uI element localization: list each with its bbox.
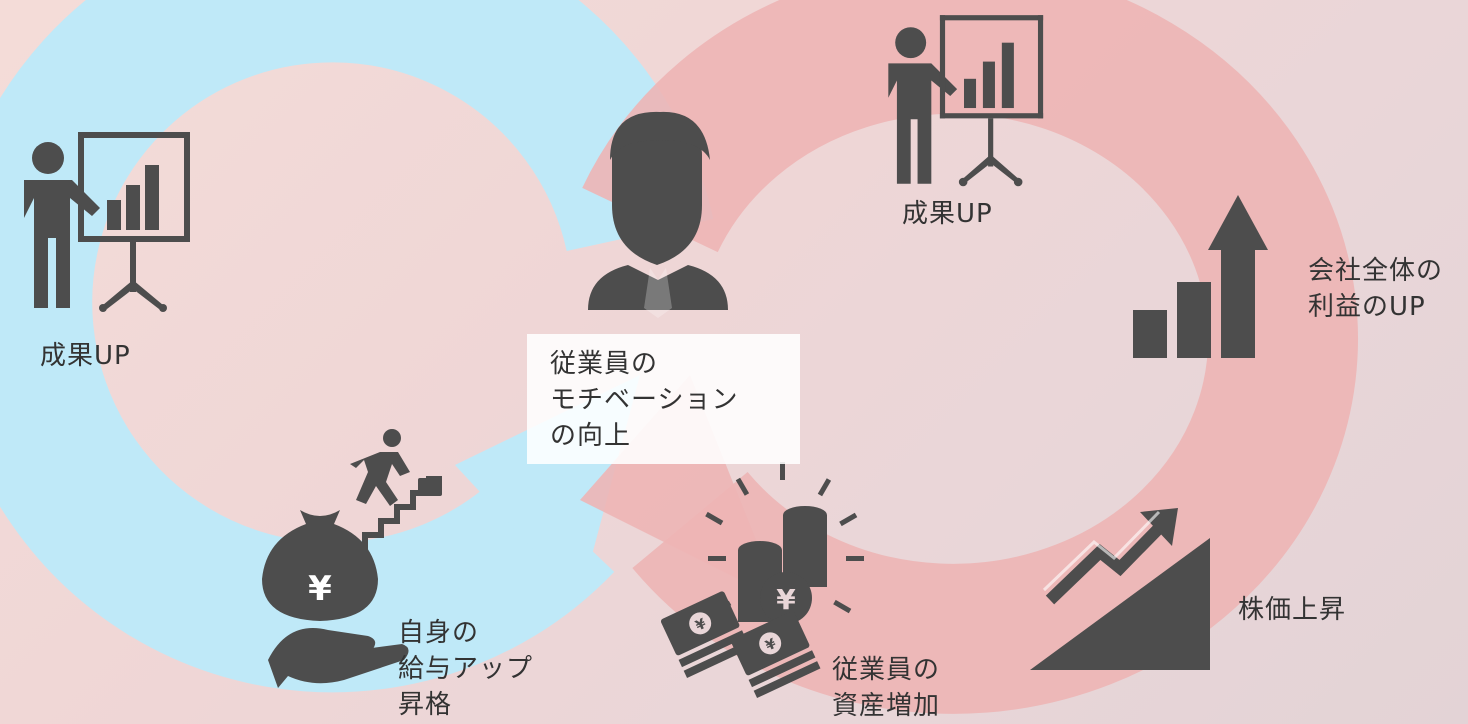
banknote-stack-icon: ¥ ¥ xyxy=(660,591,821,699)
left-result-label: 成果UP xyxy=(40,341,131,371)
top-result-label: 成果UP xyxy=(902,199,993,229)
assets-label: 従業員の 資産増加 xyxy=(832,655,941,721)
yen-money-bag-hand-icon: ¥ xyxy=(262,510,409,688)
salary-label: 自身の 給与アップ 昇格 xyxy=(398,618,534,720)
center-label-box xyxy=(527,334,800,464)
svg-text:¥: ¥ xyxy=(776,583,796,616)
businessman-avatar-icon xyxy=(588,111,728,318)
right-cycle-loop xyxy=(580,0,1358,714)
stock-label: 株価上昇 xyxy=(1238,595,1347,625)
presenter-chart-icon xyxy=(888,15,1044,187)
company-profit-label: 会社全体の 利益のUP xyxy=(1308,256,1444,322)
stock-rise-icon xyxy=(1030,508,1210,670)
presenter-chart-icon xyxy=(24,132,190,312)
yen-coins-icon: ¥ xyxy=(705,462,864,624)
center-motivation-label: 従業員の モチベーション の向上 xyxy=(550,349,739,451)
rising-bar-chart-icon xyxy=(1133,195,1268,358)
svg-text:¥: ¥ xyxy=(308,569,332,609)
stair-climb-icon xyxy=(330,429,442,566)
